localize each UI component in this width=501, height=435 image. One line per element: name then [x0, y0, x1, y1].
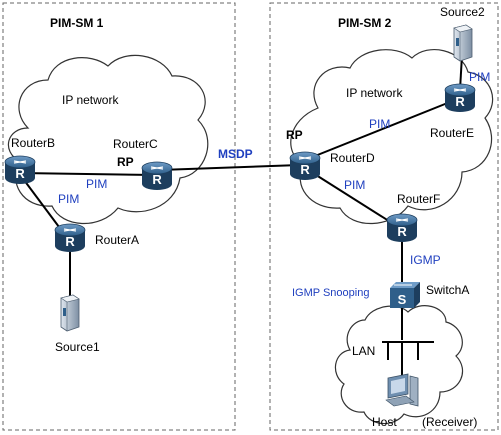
- source2-server-icon: [453, 24, 473, 62]
- rp-label-right: RP: [286, 128, 303, 142]
- router-e-label: RouterE: [430, 126, 474, 140]
- msdp-label: MSDP: [218, 147, 253, 161]
- cloud-label-left: IP network: [62, 93, 119, 107]
- domain-box-pim-sm-1: [2, 2, 236, 431]
- domain-title-right: PIM-SM 2: [338, 16, 392, 30]
- ip-network-cloud-right: [290, 49, 494, 225]
- pim-label-d-f: PIM: [344, 178, 365, 192]
- igmp-label: IGMP: [410, 253, 441, 267]
- router-c-icon: [141, 161, 173, 191]
- link-routerd-routere: [304, 99, 456, 161]
- link-routerd-routerf: [304, 167, 401, 229]
- router-d-icon: [289, 151, 321, 181]
- source1-label: Source1: [55, 340, 100, 354]
- router-c-label: RouterC: [113, 137, 158, 151]
- pim-label-e-source2: PIM: [469, 70, 490, 84]
- router-b-icon: [4, 155, 36, 185]
- router-a-label: RouterA: [95, 233, 139, 247]
- link-msdp: [159, 164, 301, 171]
- cloud-label-right: IP network: [346, 86, 403, 100]
- pim-label-b-a: PIM: [58, 192, 79, 206]
- router-f-icon: [386, 213, 418, 243]
- switch-feature-label: IGMP Snooping: [292, 287, 369, 299]
- source2-label: Source2: [440, 5, 485, 19]
- router-e-icon: [444, 83, 476, 113]
- router-d-label: RouterD: [330, 151, 375, 165]
- router-b-label: RouterB: [11, 136, 55, 150]
- domain-box-pim-sm-2: [269, 2, 499, 431]
- lan-label: LAN: [352, 344, 375, 358]
- pim-label-d-e: PIM: [369, 117, 390, 131]
- receiver-label: (Receiver): [422, 415, 477, 429]
- domain-title-left: PIM-SM 1: [50, 16, 104, 30]
- svg-text:S: S: [398, 292, 407, 307]
- pim-label-b-c: PIM: [86, 177, 107, 191]
- lan-cloud: [334, 305, 463, 425]
- router-f-label: RouterF: [397, 192, 440, 206]
- switch-icon: S: [390, 282, 420, 308]
- link-routerb-routerc: [19, 172, 156, 176]
- source1-server-icon: [60, 294, 80, 332]
- router-a-icon: [54, 223, 86, 253]
- rp-label-left: RP: [117, 155, 134, 169]
- link-routerb-routera: [23, 179, 66, 236]
- host-pc-icon: [385, 373, 419, 407]
- host-label: Host: [372, 415, 397, 429]
- switch-name-label: SwitchA: [426, 283, 469, 297]
